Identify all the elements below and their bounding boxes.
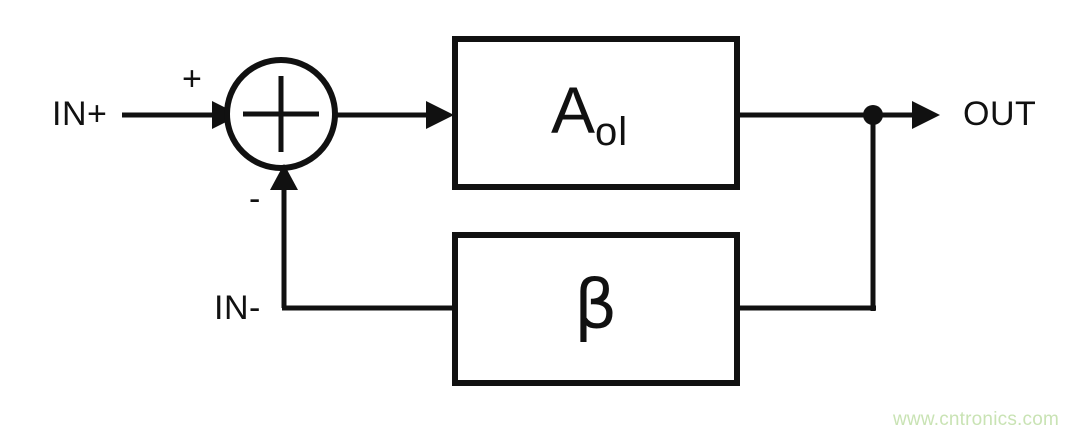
feedback-block-label: β: [574, 266, 618, 345]
feedback-gain-block: [452, 232, 740, 386]
input-positive-label: IN+: [52, 95, 108, 133]
arrowhead-into-summing-junction-negative: [270, 164, 298, 190]
forward-block-label-main: A: [551, 73, 596, 147]
watermark-text: www.cntronics.com: [893, 409, 1059, 430]
forward-block-label-subscript: ol: [595, 110, 629, 154]
negative-sign-label: -: [249, 180, 261, 218]
input-negative-label: IN-: [214, 289, 261, 327]
arrowhead-output: [912, 101, 940, 129]
arrowhead-into-forward-block: [426, 101, 454, 129]
positive-sign-label: +: [182, 60, 202, 98]
forward-block-label: Aol: [551, 77, 628, 152]
output-label: OUT: [963, 95, 1037, 133]
